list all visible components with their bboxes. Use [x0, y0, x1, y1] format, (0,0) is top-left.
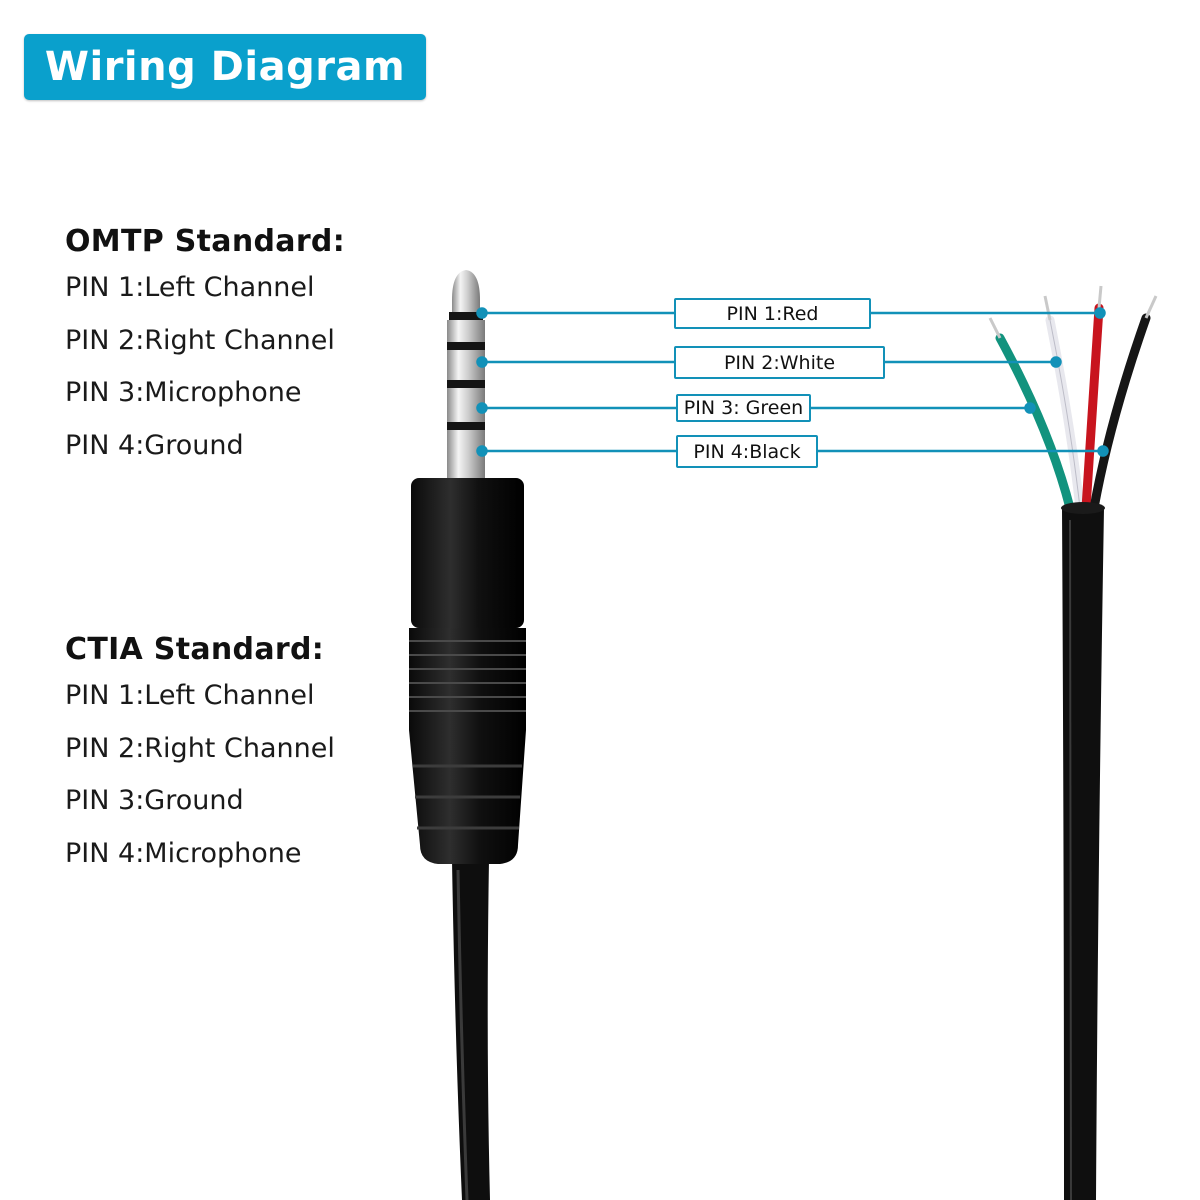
page-title: Wiring Diagram [44, 44, 406, 90]
omtp-heading: OMTP Standard: [65, 224, 345, 259]
leader-dot-pin-4 [476, 445, 488, 457]
cable-icon [452, 860, 490, 1200]
wire-label-pin-3: PIN 3: Green [676, 394, 811, 422]
omtp-pin-2: PIN 2:Right Channel [65, 324, 335, 356]
ctia-pin-2: PIN 2:Right Channel [65, 732, 335, 764]
omtp-section: OMTP Standard: PIN 1:Left Channel PIN 2:… [65, 224, 345, 483]
ctia-pin-1: PIN 1:Left Channel [65, 680, 315, 711]
ctia-pin-3: PIN 3:Ground [65, 785, 244, 816]
title-badge: Wiring Diagram [24, 34, 426, 100]
omtp-pin-1: PIN 1:Left Channel [65, 272, 315, 303]
stripped-wires-icon [988, 285, 1158, 1200]
wire-label-pin-1: PIN 1:Red [674, 298, 871, 329]
ctia-pin-4: PIN 4:Microphone [65, 837, 302, 869]
wire-label-pin-4: PIN 4:Black [676, 435, 818, 468]
omtp-pin-4: PIN 4:Ground [65, 429, 244, 461]
leader-dot-pin-1 [476, 307, 488, 319]
leader-lines [476, 307, 1109, 457]
omtp-pin-3: PIN 3:Microphone [65, 377, 302, 408]
3.5mm-trrs-jack-icon [409, 270, 526, 864]
ctia-section: CTIA Standard: PIN 1:Left Channel PIN 2:… [65, 632, 335, 891]
leader-dot-pin-2 [476, 356, 488, 368]
wire-label-pin-2: PIN 2:White [674, 346, 885, 379]
ctia-heading: CTIA Standard: [65, 632, 325, 667]
leader-dot-pin-3 [476, 402, 488, 414]
